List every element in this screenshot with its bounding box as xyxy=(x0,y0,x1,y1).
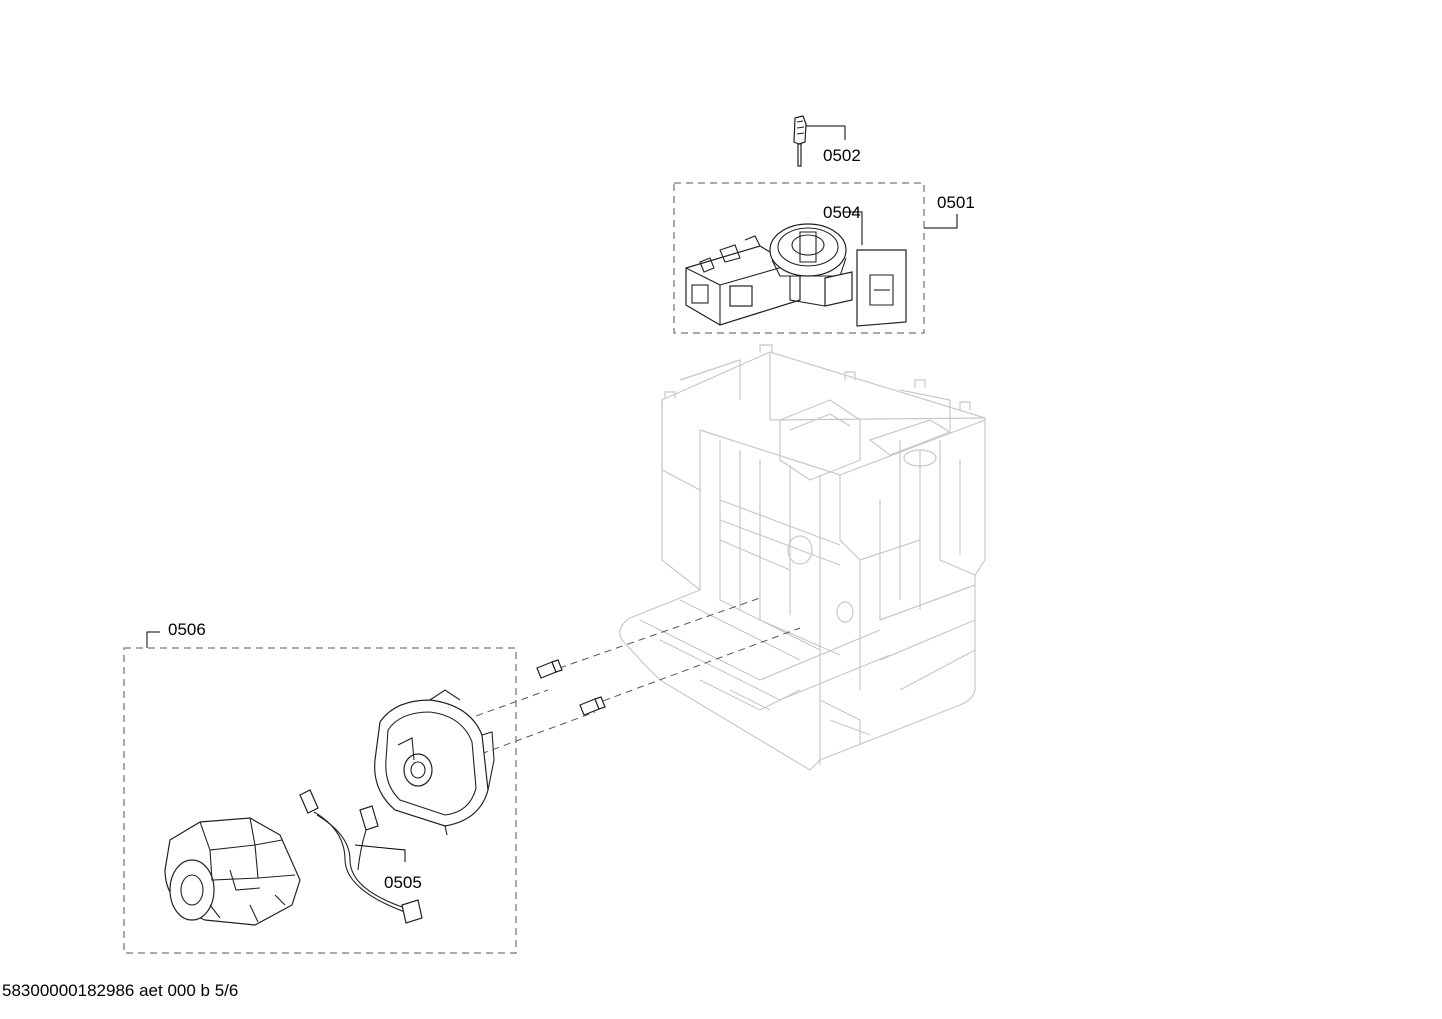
part-blower-motor xyxy=(164,817,301,926)
label-0502: 0502 xyxy=(823,146,861,165)
assembly-lines xyxy=(464,597,801,759)
screw-upper xyxy=(536,659,563,679)
housing-frame xyxy=(619,344,986,771)
part-0505-wiring xyxy=(299,789,423,924)
document-id: 58300000182986 aet 000 b 5/6 xyxy=(2,981,239,1000)
screw-lower xyxy=(579,696,606,716)
part-fan-housing xyxy=(374,689,495,836)
part-0501-module xyxy=(685,223,853,326)
label-0505: 0505 xyxy=(384,873,422,892)
group-0506-frame xyxy=(123,647,517,954)
part-0502-sensor xyxy=(793,115,807,167)
part-0504-cover-plate xyxy=(856,249,907,327)
label-0506: 0506 xyxy=(168,620,206,639)
group-0501-frame xyxy=(673,182,925,334)
label-0501: 0501 xyxy=(937,193,975,212)
label-0504: 0504 xyxy=(823,203,861,222)
